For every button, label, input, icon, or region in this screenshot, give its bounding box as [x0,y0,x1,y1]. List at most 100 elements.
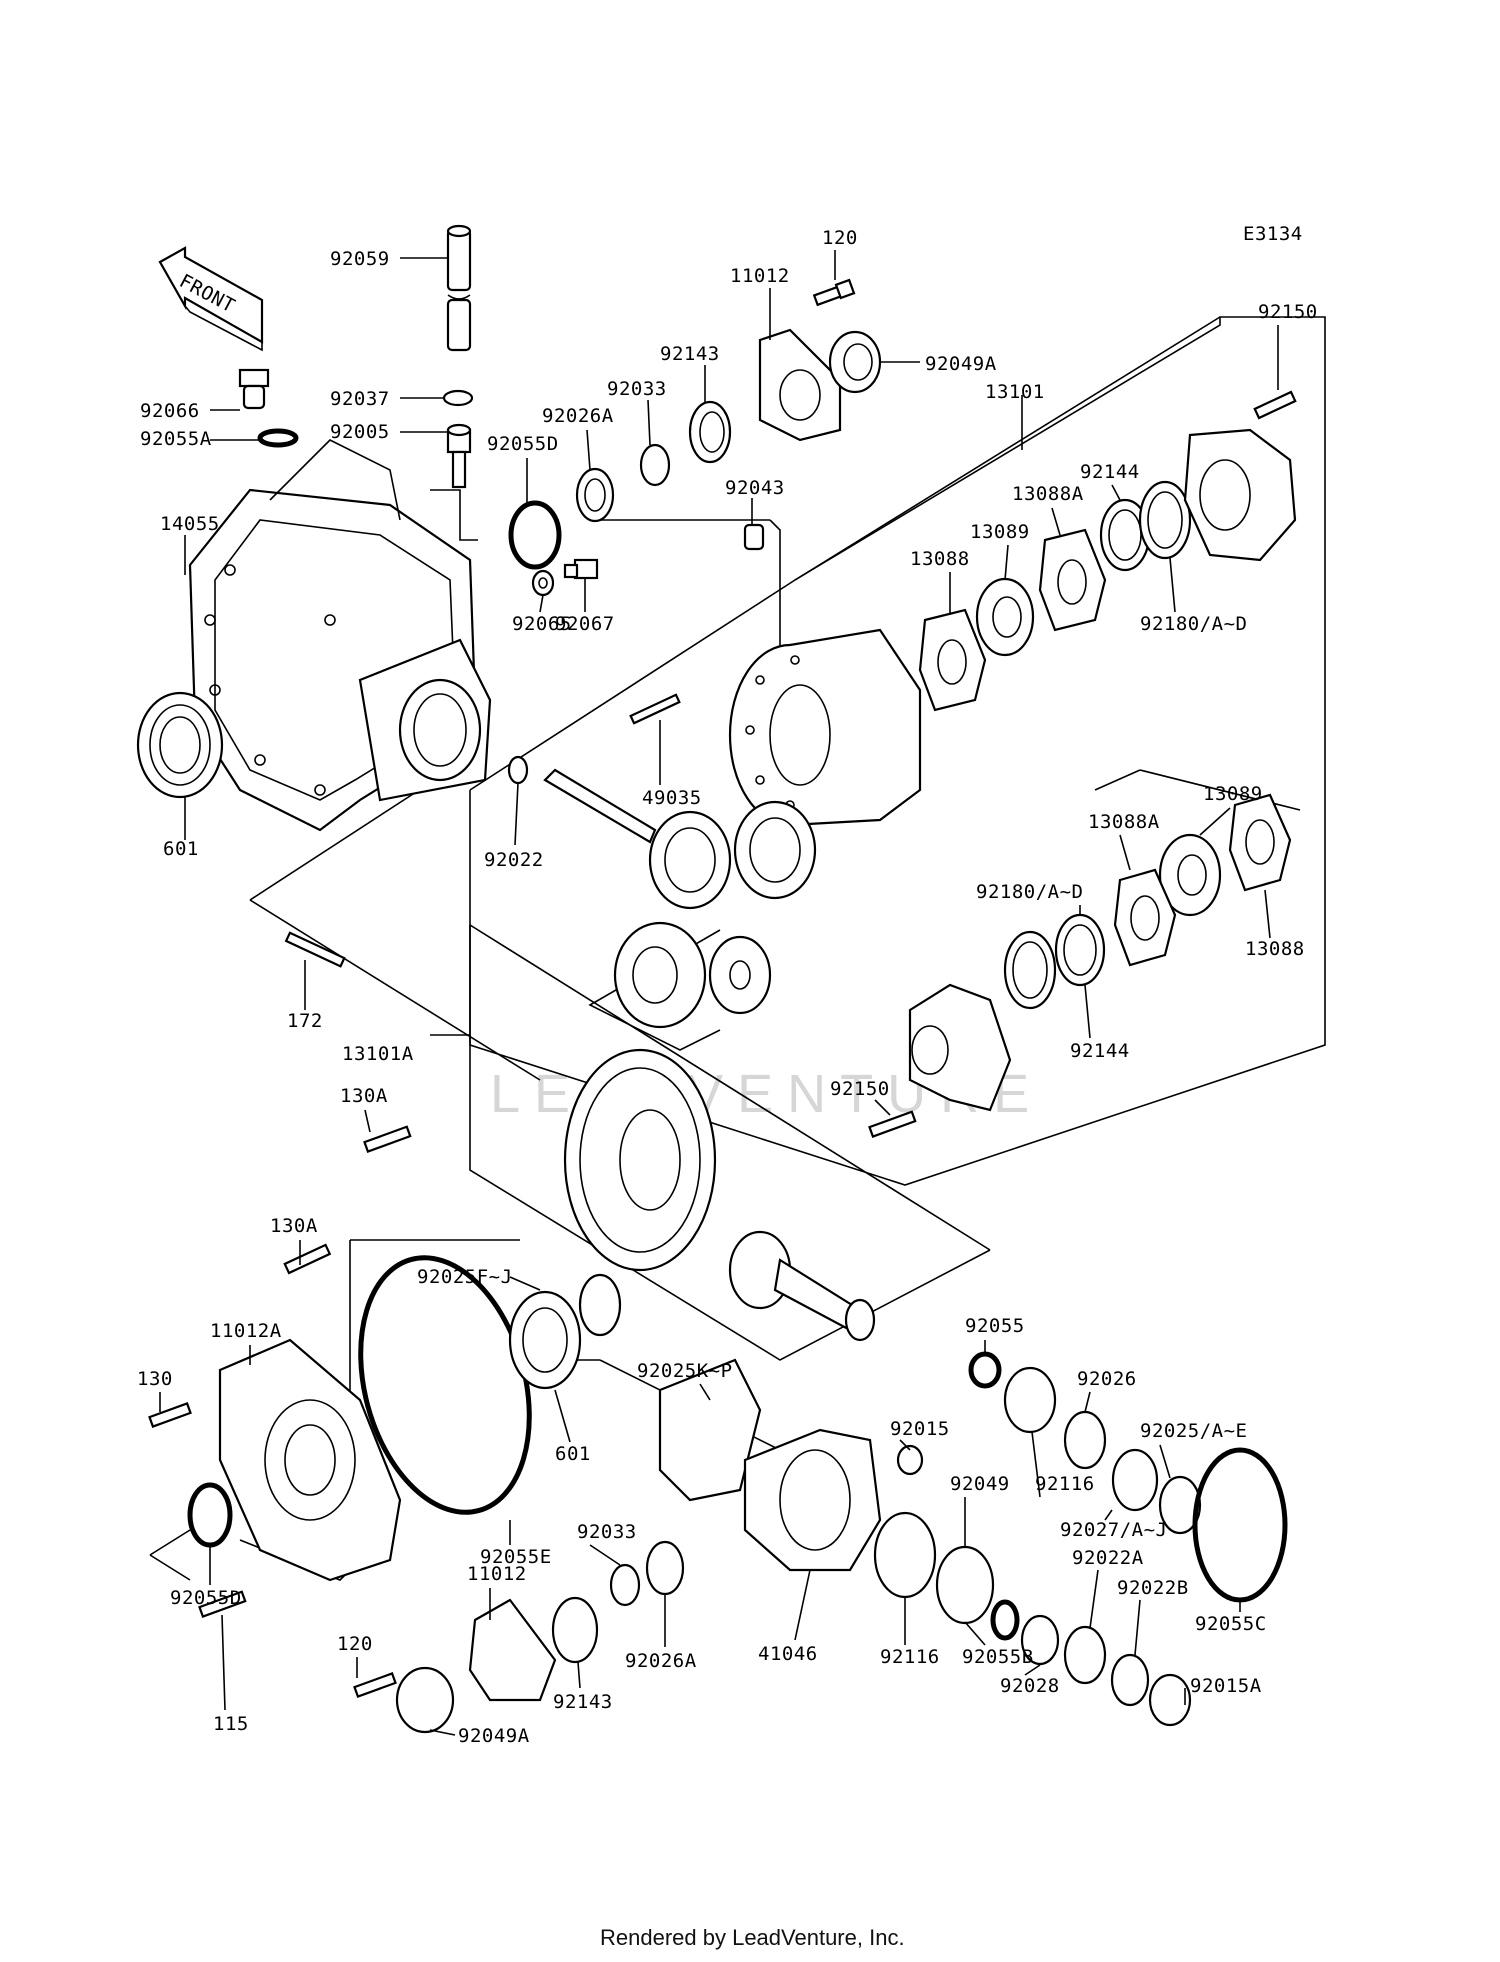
part-label: 92143 [660,343,720,365]
shim-hole-icon [584,478,606,512]
part-labels: 92059 92037 92005 92066 92055A 92055D 14… [137,227,1318,1747]
drive-pinion-icon [728,1230,876,1342]
part-label: 92033 [577,1521,637,1543]
pinion-bearing-icon [1003,1366,1057,1434]
part-label: 11012A [210,1320,282,1342]
bearing-small-icon [828,330,882,394]
shaft-pin-icon [629,693,681,725]
part-label: 92150 [1258,301,1318,323]
part-label: 92022B [1117,1577,1189,1599]
pinion-shaft-icon [543,768,657,844]
footer-text: Rendered by LeadVenture, Inc. [600,1925,905,1950]
leader-lines [159,250,1279,1736]
pin-part-icon [743,523,765,551]
part-label: 92049 [950,1473,1010,1495]
part-label: 92026A [625,1650,697,1672]
friction-plate-a-icon [1038,528,1107,632]
part-label: 13101 [985,381,1045,403]
part-label: 92015 [890,1418,950,1440]
shim-part-icon [575,467,615,523]
small-washer-icon [507,755,529,785]
bearing-part-icon [136,691,224,799]
part-label: 92066 [140,400,200,422]
pinion-gear-icon [613,800,817,1029]
oring-lower-icon [187,1482,233,1548]
pinion-shim-icon [1063,1410,1107,1470]
washer-hole-icon [538,577,548,589]
part-label: 130A [340,1085,388,1107]
part-label: 11012 [467,1563,527,1585]
part-label: 13088 [1245,938,1305,960]
small-oring-icon [968,1351,1002,1389]
oring-b-icon [990,1599,1020,1641]
part-label: 92022A [1072,1547,1144,1569]
oring-small-icon [257,428,299,448]
diff-shim-icon [1138,480,1192,560]
part-label: 92055B [962,1646,1034,1668]
part-label: 92026A [542,405,614,427]
cover-part-icon [758,328,842,442]
part-label: 14055 [160,513,220,535]
part-label: 92065 [512,613,572,635]
part-label: 601 [555,1443,591,1465]
pinion-shim-b-icon [1158,1475,1202,1535]
part-label: 13089 [1203,783,1263,805]
part-label: 92144 [1080,461,1140,483]
rear-cover-icon [218,1338,402,1582]
tapered-bearing-icon [873,1511,937,1599]
part-label: 11012 [730,265,790,287]
washer-part-icon [531,569,555,597]
seal-hole-icon [699,411,725,453]
part-label: 115 [213,1713,249,1735]
washer-b-icon [1110,1653,1150,1707]
lock-washer-icon [1063,1625,1107,1685]
part-label: 41046 [758,1643,818,1665]
part-label: 92005 [330,421,390,443]
nut-part-icon [896,1444,924,1476]
part-label: 130A [270,1215,318,1237]
diff-case-icon [728,628,922,827]
cover-bolt-a-icon [283,1243,332,1275]
part-label: 92059 [330,248,390,270]
part-label: 92055A [140,428,212,450]
front-arrow-icon: FRONT [158,246,264,352]
part-label: 92015A [1190,1675,1262,1697]
bearing-lower-a-icon [395,1666,455,1734]
bearing-92049-icon [935,1545,995,1625]
pinion-collar-icon [1111,1448,1159,1512]
lower-diff-discs-icon [1003,793,1292,1010]
part-label: 92049A [925,353,997,375]
part-label: 92055D [487,433,559,455]
part-label: 49035 [642,787,702,809]
part-label: 13088A [1012,483,1084,505]
side-gear-icon [1183,390,1297,562]
part-label: 92144 [1070,1040,1130,1062]
bolt-part-icon [563,558,599,580]
oring-part-icon [508,500,562,570]
part-label: 92025F~J [417,1266,513,1288]
gasket-part-icon [658,1358,762,1502]
pinion-housing-icon [743,1428,882,1572]
part-label: 92116 [880,1646,940,1668]
plug-part-icon [238,368,270,410]
ring-gear-bolt-icon [363,1125,412,1153]
cover-lower-icon [468,1598,557,1702]
shim-lower-icon [645,1540,685,1596]
pipe-part-icon [446,224,472,352]
part-label: 92116 [1035,1473,1095,1495]
part-label: 120 [337,1633,373,1655]
part-label: 92180/A~D [976,881,1083,903]
cover-bolt-icon [148,1402,192,1428]
housing-part-icon [188,439,492,832]
drawing-code: E3134 [1243,223,1303,245]
part-label: 13089 [970,521,1030,543]
part-label: 92055D [170,1587,242,1609]
circlip-part-icon [639,443,671,487]
long-bolt-icon [198,1590,247,1618]
part-label: 92037 [330,388,390,410]
part-label: 92028 [1000,1675,1060,1697]
stud-part-icon [284,931,346,968]
part-label: 92055C [1195,1613,1267,1635]
lock-nut-icon [1148,1673,1192,1727]
